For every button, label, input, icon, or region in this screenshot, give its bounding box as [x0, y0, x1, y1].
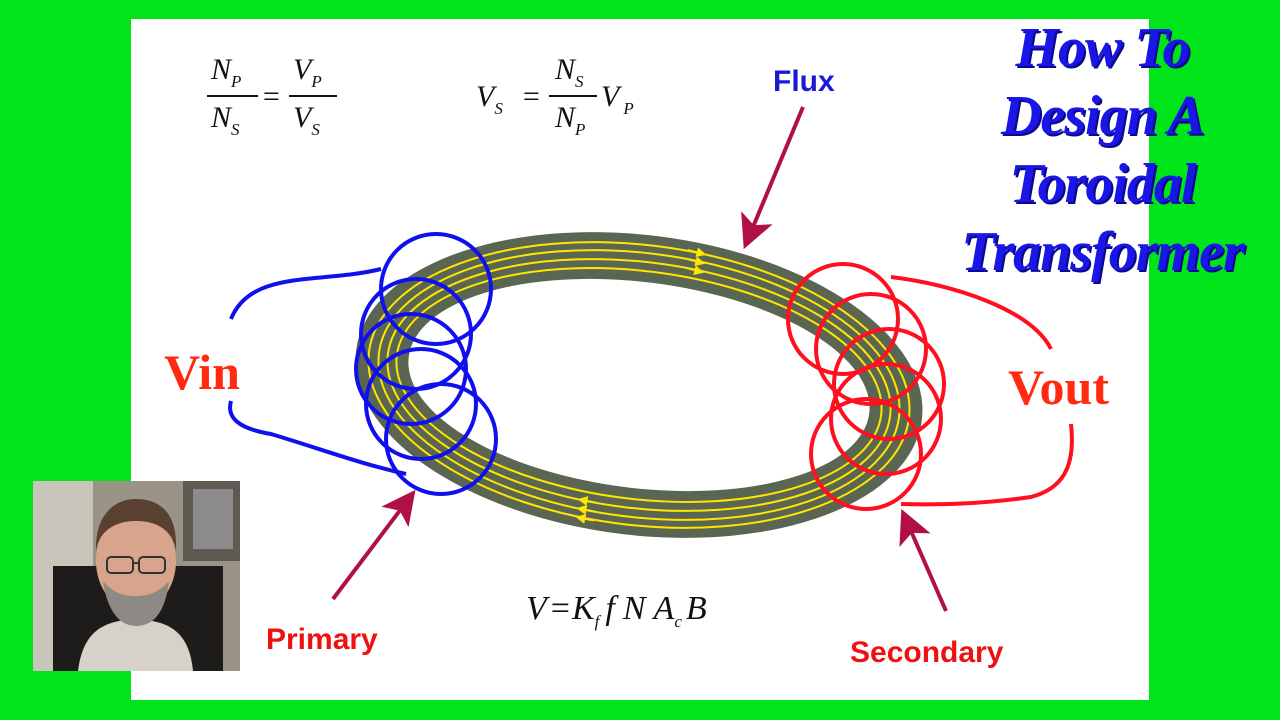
secondary-arrow — [899, 509, 948, 612]
video-title: How To Design A Toroidal Transformer — [925, 14, 1280, 286]
svg-text:VP: VP — [293, 53, 322, 91]
primary-label: Primary — [266, 623, 378, 656]
svg-text:=: = — [521, 80, 541, 113]
secondary-label: Secondary — [850, 636, 1004, 669]
title-line: How To — [1015, 17, 1191, 79]
toroid-core — [355, 232, 923, 538]
flux-label: Flux — [773, 65, 835, 98]
title-line: Transformer — [961, 221, 1245, 283]
svg-text:VS: VS — [476, 80, 503, 118]
primary-coil — [228, 232, 498, 496]
title-line: Design A — [1000, 85, 1205, 147]
svg-text:VP: VP — [601, 80, 634, 118]
flux-arrow — [741, 106, 805, 250]
svg-text:VS: VS — [293, 101, 320, 139]
vout-label: Vout — [1008, 359, 1109, 415]
secondary-coil — [786, 262, 1074, 511]
svg-text:=: = — [261, 80, 281, 113]
svg-text:NS: NS — [554, 53, 584, 91]
turns-ratio-formula: NP NS = VP VS — [207, 53, 337, 139]
primary-arrow — [331, 489, 416, 601]
svg-text:NP: NP — [554, 101, 585, 139]
presenter-webcam — [33, 481, 240, 671]
svg-text:NS: NS — [210, 101, 240, 139]
vin-label: Vin — [164, 344, 240, 400]
svg-text:NP: NP — [210, 53, 241, 91]
title-line: Toroidal — [1009, 153, 1197, 215]
